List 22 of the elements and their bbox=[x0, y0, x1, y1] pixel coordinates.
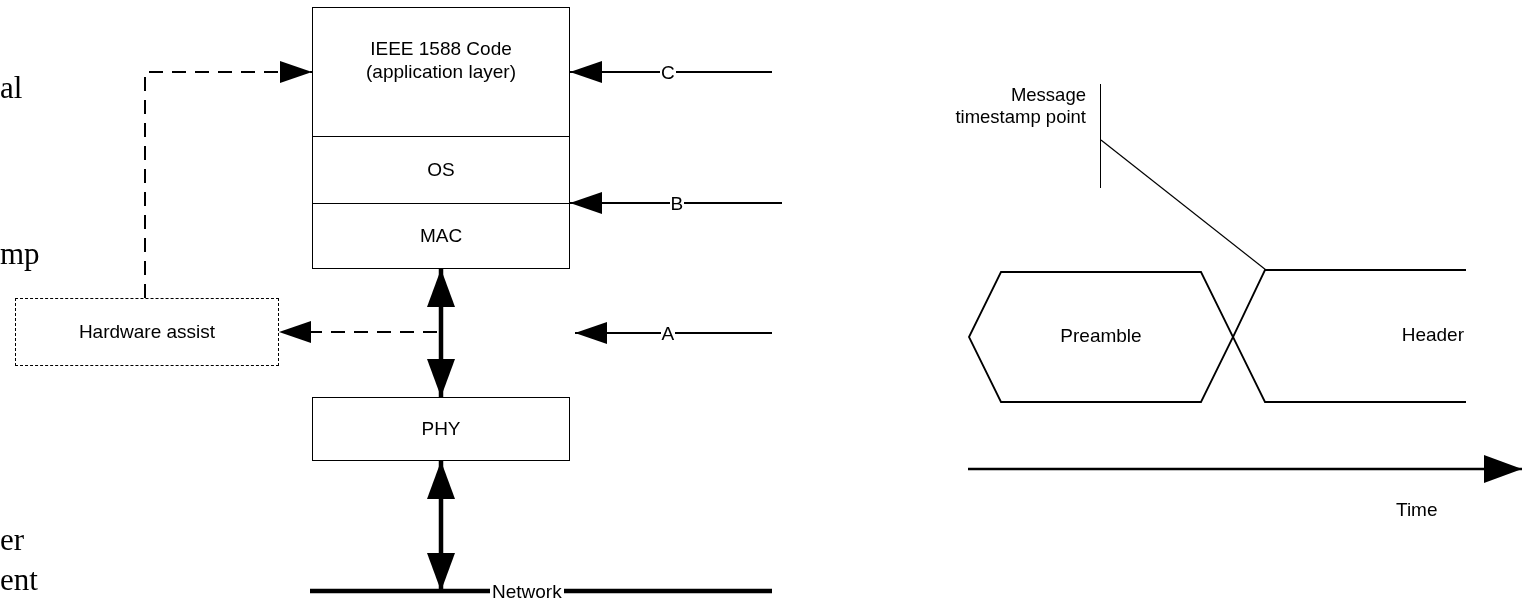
axis-label: Time bbox=[1395, 500, 1439, 519]
dashed-box: Hardware assist bbox=[15, 298, 279, 366]
arrow bbox=[278, 321, 438, 343]
cut-off-text: al bbox=[0, 72, 23, 103]
arrow bbox=[427, 461, 455, 591]
cut-off-text: ent bbox=[0, 564, 38, 595]
layer-box: OS bbox=[312, 136, 570, 204]
layer-box: PHY bbox=[312, 397, 570, 461]
layer-box: MAC bbox=[312, 203, 570, 269]
header-label: Header bbox=[1400, 324, 1465, 347]
callout-text: Message timestamp point bbox=[950, 84, 1101, 188]
header-field bbox=[1232, 268, 1468, 403]
cut-off-text: mp bbox=[0, 238, 40, 269]
cut-off-text: er bbox=[0, 524, 25, 555]
leader-line bbox=[1100, 139, 1267, 271]
arrow bbox=[427, 269, 455, 397]
arrow bbox=[569, 61, 773, 83]
layer-box: IEEE 1588 Code (application layer) bbox=[312, 7, 570, 137]
preamble-hexagon bbox=[968, 270, 1234, 403]
arrow bbox=[569, 192, 783, 214]
preamble-label: Preamble bbox=[1059, 325, 1143, 348]
arrow bbox=[144, 61, 313, 299]
